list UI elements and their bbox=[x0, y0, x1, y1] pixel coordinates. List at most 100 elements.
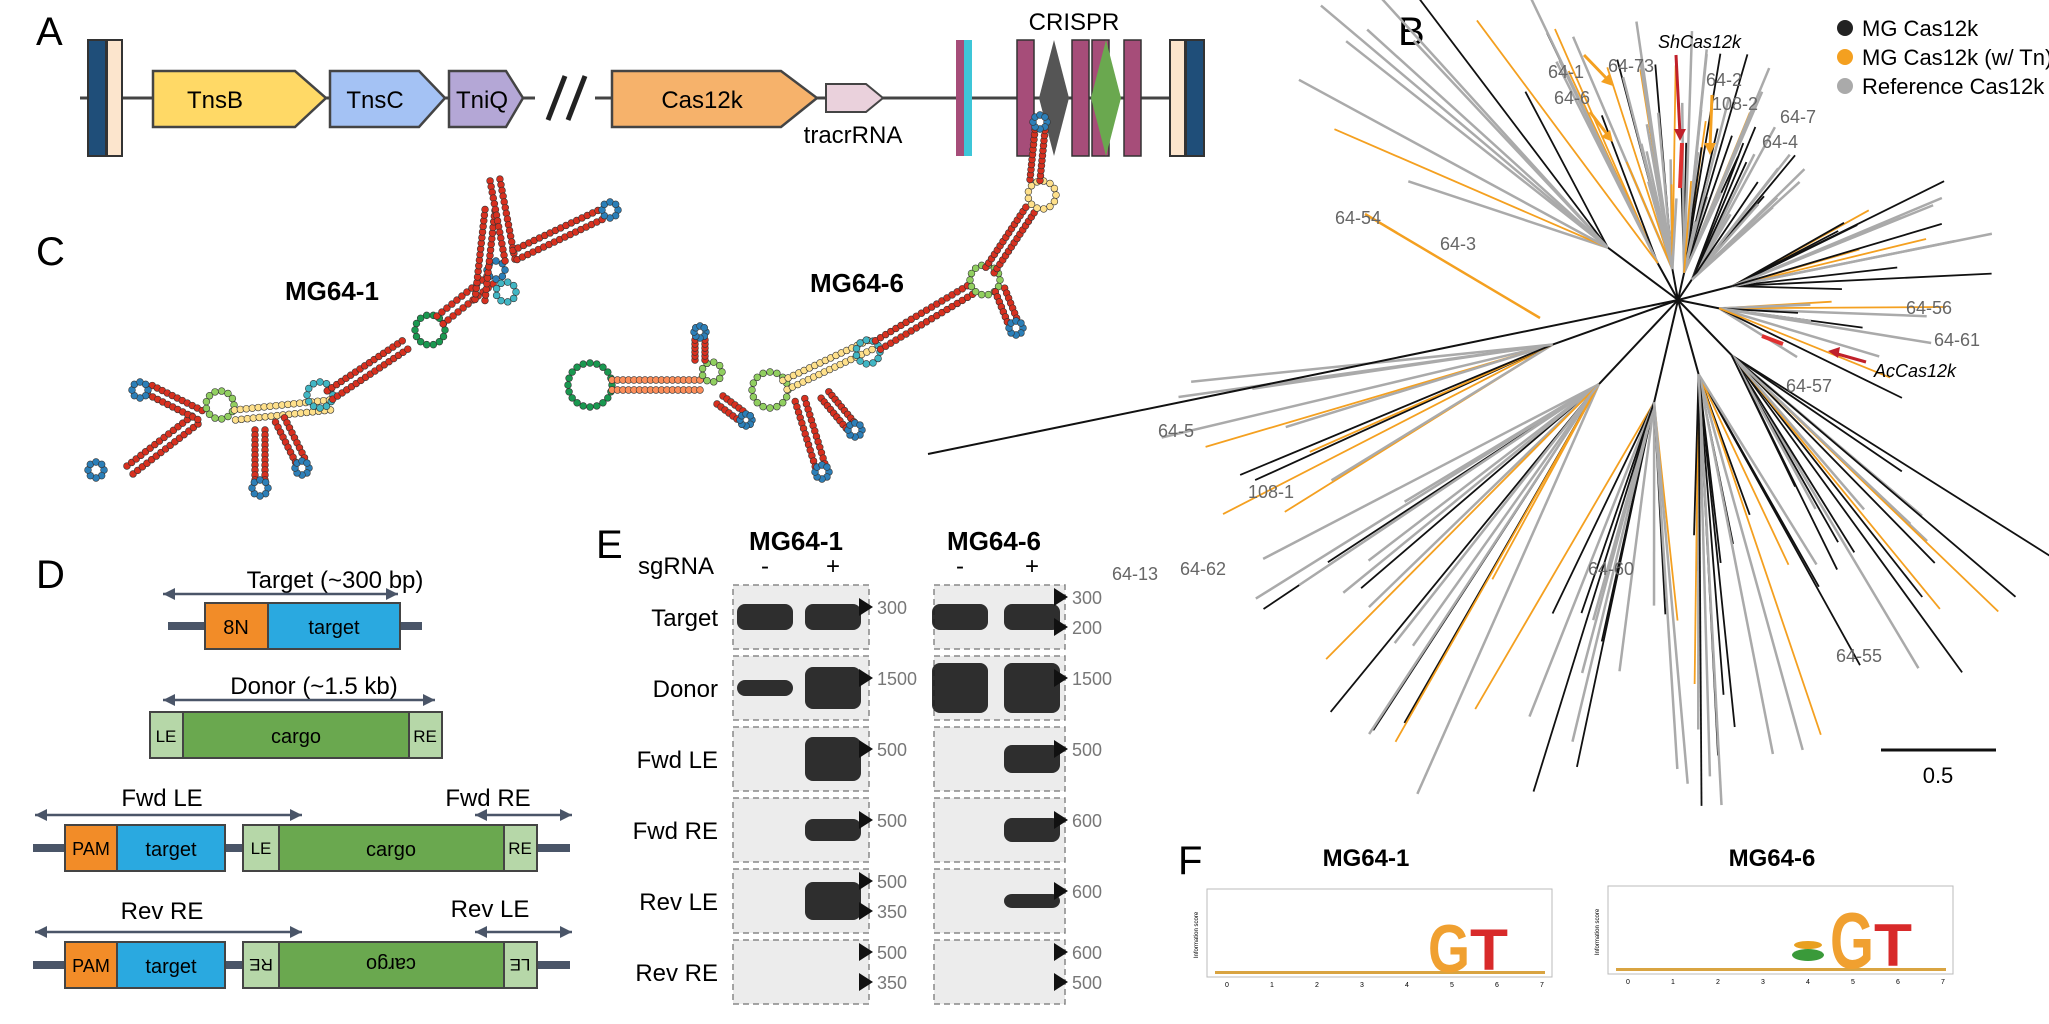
gene-tniq bbox=[447, 69, 525, 129]
fwd-target-label: target bbox=[145, 839, 197, 861]
tree-label: 108-2 bbox=[1712, 94, 1758, 114]
logo-tick: 2 bbox=[1716, 979, 1720, 986]
gel-band bbox=[932, 604, 988, 630]
fwd-re-label: Fwd RE bbox=[445, 785, 530, 812]
crispr-repeat-4 bbox=[1123, 39, 1142, 157]
tree-label: 64-54 bbox=[1335, 208, 1381, 228]
tree-label: 64-7 bbox=[1780, 107, 1816, 127]
gel-band bbox=[1004, 894, 1060, 908]
rev-le-label: Rev LE bbox=[451, 896, 530, 923]
logo-title-mg64-6: MG64-6 bbox=[1729, 845, 1816, 872]
gel-band bbox=[932, 663, 988, 713]
rna-name-mg64-6: MG64-6 bbox=[810, 268, 904, 298]
rev-re-label: Rev RE bbox=[121, 898, 204, 925]
tree-label: 64-56 bbox=[1906, 298, 1952, 318]
target-construct-label: Target (~300 bp) bbox=[247, 567, 424, 594]
logo-tick: 4 bbox=[1806, 979, 1810, 986]
tree-label: 64-55 bbox=[1836, 646, 1882, 666]
gel-row-label: Rev LE bbox=[639, 889, 718, 916]
cyan-end-marker bbox=[964, 40, 972, 156]
gel-marker-label: 600 bbox=[1072, 882, 1102, 902]
panel-label-f: F bbox=[1178, 839, 1202, 883]
gel-band bbox=[737, 680, 793, 696]
tree-label: 64-6 bbox=[1554, 88, 1590, 108]
gel-row-label: Fwd LE bbox=[637, 747, 718, 774]
gel-row-label: Donor bbox=[653, 676, 718, 703]
gene-tniq-label: TniQ bbox=[456, 87, 508, 114]
rev-pam-label: PAM bbox=[72, 956, 110, 976]
logo-tick: 0 bbox=[1626, 979, 1630, 986]
legend-dot-mg-tn bbox=[1837, 49, 1853, 65]
gel-marker-label: 500 bbox=[877, 740, 907, 760]
rev-re-box-label: RE bbox=[249, 955, 273, 974]
tree-label: 64-61 bbox=[1934, 330, 1980, 350]
tree-labels: 64-1 64-73 64-6 64-2 108-2 64-7 64-4 64-… bbox=[1112, 32, 1980, 666]
gel-marker-label: 200 bbox=[1072, 618, 1102, 638]
crispr-repeat-1 bbox=[1016, 39, 1035, 157]
fwd-pam-label: PAM bbox=[72, 839, 110, 859]
gene-tnsb bbox=[151, 69, 328, 129]
right-end-block bbox=[1185, 39, 1205, 157]
gel-band bbox=[1004, 663, 1060, 713]
tree-label: 64-60 bbox=[1588, 559, 1634, 579]
panel-a-operon: TnsB TnsC TniQ Cas12k tracrRNA CRISPR bbox=[80, 9, 1205, 157]
target-block bbox=[267, 602, 401, 650]
gel-marker-label: 600 bbox=[1072, 943, 1102, 963]
gel-band bbox=[737, 604, 793, 630]
sgrna-label: sgRNA bbox=[638, 553, 714, 580]
left-end-block bbox=[87, 39, 107, 157]
panel-label-d: D bbox=[36, 553, 65, 597]
gel-row-label: Target bbox=[651, 605, 718, 632]
legend-ref: Reference Cas12k bbox=[1862, 74, 2045, 99]
tracrrna-arrow bbox=[825, 83, 885, 113]
gel-band bbox=[805, 819, 861, 841]
logo-tick: 1 bbox=[1270, 982, 1274, 989]
logo2-letter-t: T bbox=[1874, 912, 1912, 979]
tree-label: 64-57 bbox=[1786, 376, 1832, 396]
gel-marker-label: 600 bbox=[1072, 811, 1102, 831]
donor-construct-label: Donor (~1.5 kb) bbox=[230, 673, 397, 700]
crispr-label: CRISPR bbox=[1029, 9, 1120, 36]
legend-dot-ref bbox=[1837, 78, 1853, 94]
logo-tick: 7 bbox=[1540, 982, 1544, 989]
tree-label: 64-2 bbox=[1706, 70, 1742, 90]
logo-title-mg64-1: MG64-1 bbox=[1323, 845, 1410, 872]
tracrrna-label: tracrRNA bbox=[804, 122, 903, 149]
gene-tnsc-label: TnsC bbox=[346, 87, 403, 114]
n8-label: 8N bbox=[223, 617, 249, 639]
gel-band bbox=[1004, 745, 1060, 773]
ref-label-sh: ShCas12k bbox=[1658, 32, 1742, 52]
gel-band bbox=[805, 604, 861, 630]
logo-tick: 7 bbox=[1941, 979, 1945, 986]
gel-marker-label: 1500 bbox=[1072, 669, 1112, 689]
panel-label-c: C bbox=[36, 230, 65, 274]
fwd-re-box-label: RE bbox=[508, 839, 532, 858]
gel-title-mg64-1: MG64-1 bbox=[749, 526, 843, 556]
target-block-label: target bbox=[308, 617, 360, 639]
gel-row-label: Fwd RE bbox=[633, 818, 718, 845]
rna-name-mg64-1: MG64-1 bbox=[285, 276, 379, 306]
tree-legend: MG Cas12k MG Cas12k (w/ Tn) Reference Ca… bbox=[1837, 16, 2049, 99]
crispr-spacer-2 bbox=[1091, 40, 1121, 156]
legend-mg-tn: MG Cas12k (w/ Tn) bbox=[1862, 45, 2049, 70]
break-gap bbox=[535, 84, 595, 114]
panel-label-e: E bbox=[596, 523, 623, 567]
logo-tick: 5 bbox=[1851, 979, 1855, 986]
logo1-ylabel: Information score bbox=[1194, 911, 1200, 958]
logo-tick: 1 bbox=[1671, 979, 1675, 986]
tree-label: 64-5 bbox=[1158, 421, 1194, 441]
logo-tick: 3 bbox=[1761, 979, 1765, 986]
gene-cas12k bbox=[610, 69, 820, 129]
gel-marker-label: 350 bbox=[877, 973, 907, 993]
gel-row-label: Rev RE bbox=[635, 960, 718, 987]
gel-marker-label: 500 bbox=[1072, 973, 1102, 993]
gel-band bbox=[1004, 818, 1060, 842]
fwd-le-box-label: LE bbox=[251, 839, 272, 858]
ref-label-ac: AcCas12k bbox=[1873, 361, 1957, 381]
gel-band bbox=[805, 737, 861, 781]
gel-marker-label: 500 bbox=[1072, 740, 1102, 760]
tree-arrows bbox=[1582, 53, 1867, 364]
